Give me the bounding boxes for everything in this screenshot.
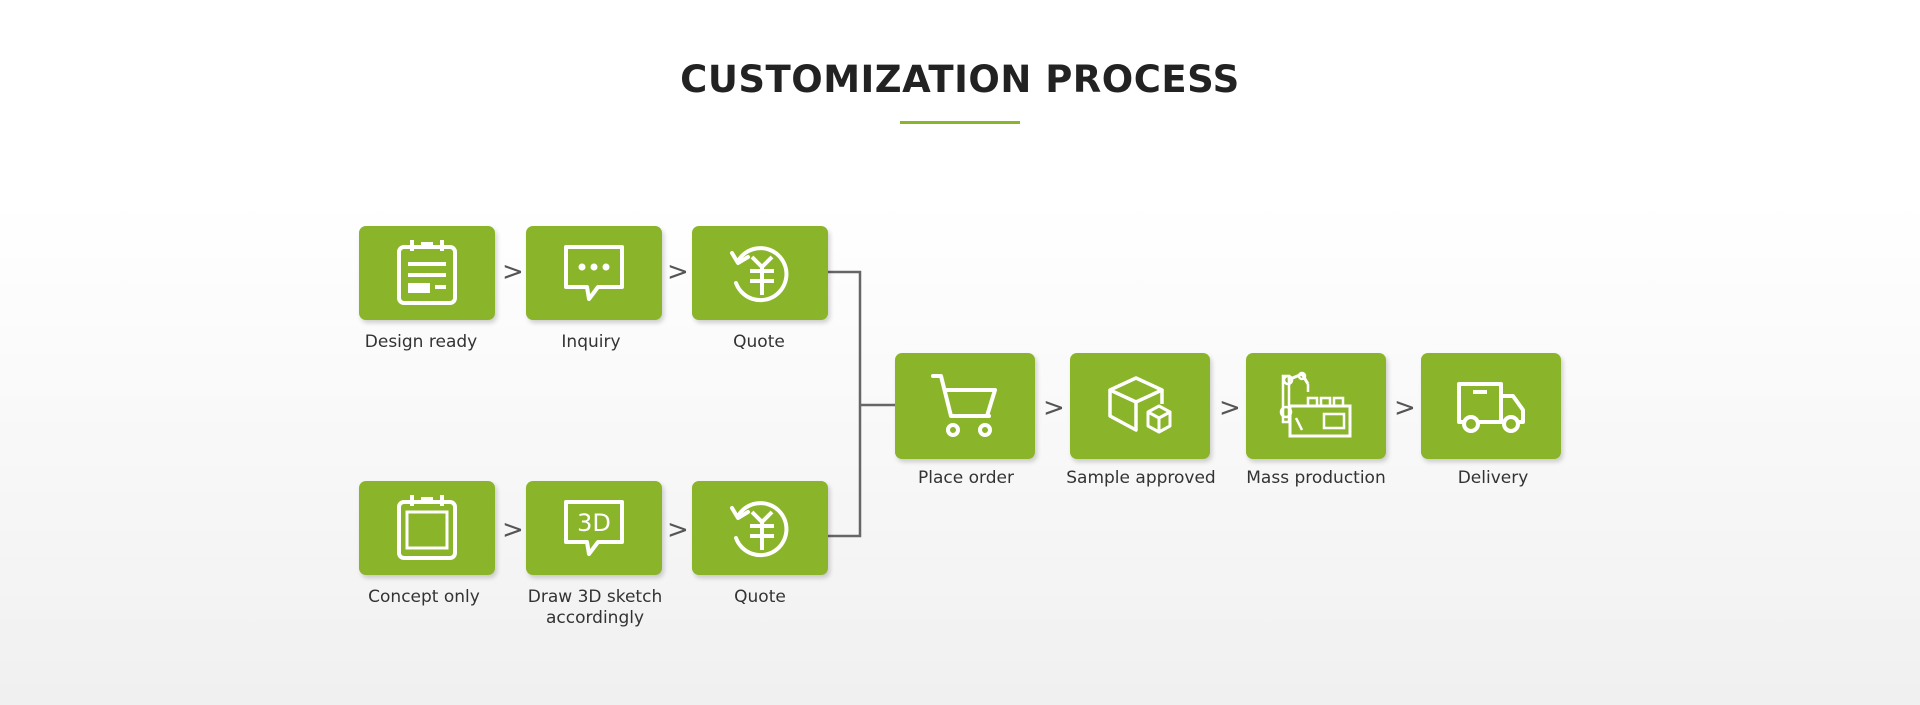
step-label-sample-approved: Sample approved — [1066, 468, 1216, 488]
delivery-truck-icon — [1457, 382, 1525, 433]
step-label-delivery: Delivery — [1457, 468, 1529, 488]
step-label-quote-bottom: Quote — [734, 587, 786, 607]
step-inquiry — [526, 226, 662, 320]
yuan-refresh-icon — [730, 246, 789, 303]
3d-chat-bubble-icon: 3D — [564, 500, 624, 556]
shopping-cart-icon — [931, 374, 997, 437]
arrow-2: > — [667, 257, 689, 287]
step-quote-top — [692, 226, 828, 320]
step-mass-production — [1246, 353, 1386, 459]
boxes-icon — [1108, 376, 1172, 434]
3d-text: 3D — [577, 509, 611, 537]
step-concept-only — [359, 481, 495, 575]
calendar-frame-icon — [397, 495, 457, 560]
calendar-document-icon — [397, 240, 457, 305]
step-delivery — [1421, 353, 1561, 459]
step-place-order — [895, 353, 1035, 459]
step-sample-approved — [1070, 353, 1210, 459]
arrow-5: > — [1043, 393, 1065, 423]
arrow-6: > — [1219, 393, 1241, 423]
step-label-draw-3d-sketch: Draw 3D sketch accordingly — [527, 587, 663, 628]
arrow-1: > — [502, 257, 524, 287]
arrow-7: > — [1394, 393, 1416, 423]
step-label-quote-top: Quote — [733, 332, 785, 352]
robot-arm-factory-icon — [1279, 371, 1352, 438]
step-label-design-ready: Design ready — [364, 332, 478, 352]
step-label-inquiry: Inquiry — [561, 332, 621, 352]
step-quote-bottom — [692, 481, 828, 575]
yuan-refresh-icon — [730, 501, 789, 558]
step-label-place-order: Place order — [918, 468, 1014, 488]
arrow-4: > — [667, 515, 689, 545]
step-draw-3d-sketch: 3D — [526, 481, 662, 575]
page-title: CUSTOMIZATION PROCESS — [680, 58, 1240, 101]
chat-bubble-icon — [564, 245, 624, 301]
arrow-3: > — [502, 515, 524, 545]
step-label-concept-only: Concept only — [368, 587, 480, 607]
title-underline — [900, 121, 1020, 124]
step-design-ready — [359, 226, 495, 320]
step-label-mass-production: Mass production — [1246, 468, 1386, 488]
